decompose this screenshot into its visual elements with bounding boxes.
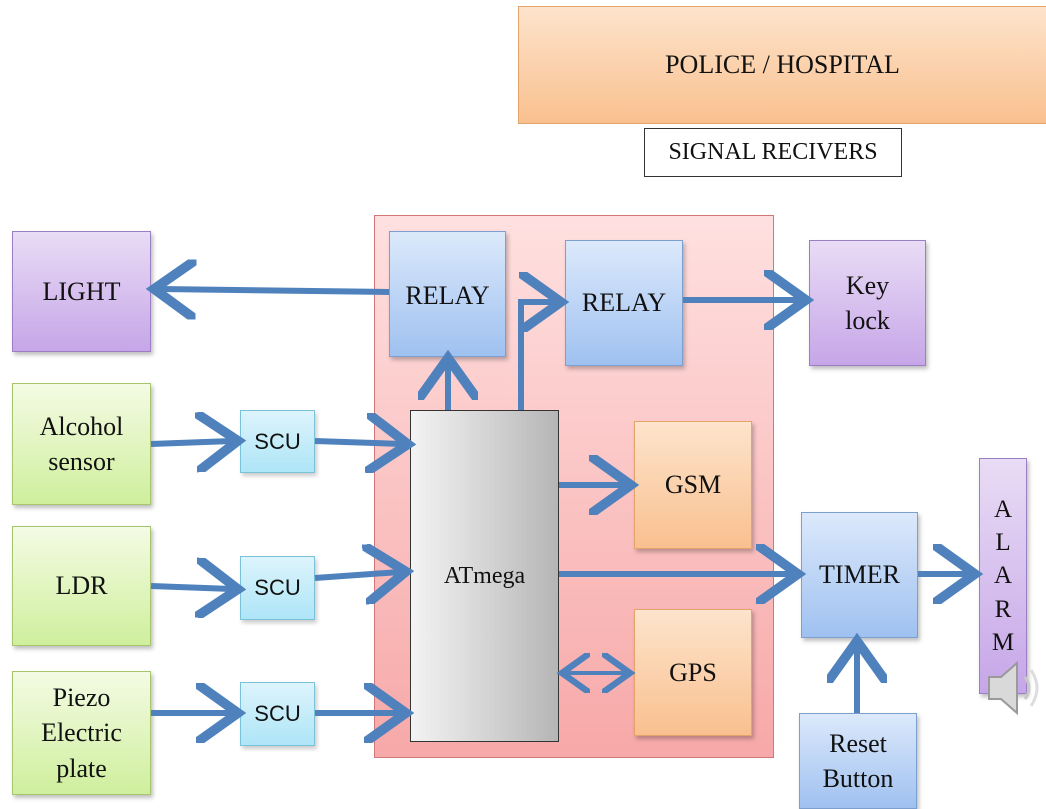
atmega-controller-block: ATmega: [410, 410, 559, 742]
scu-label-3: SCU: [254, 701, 301, 727]
gps-block: GPS: [634, 609, 752, 736]
relay-block-right: RELAY: [565, 240, 683, 366]
alcohol-sensor-block: Alcohol sensor: [12, 383, 151, 505]
alcohol-sensor-label: Alcohol sensor: [39, 411, 124, 476]
atmega-label: ATmega: [443, 562, 526, 589]
reset-button-block: Reset Button: [799, 713, 917, 809]
relay-block-left: RELAY: [389, 231, 506, 357]
police-hospital-block: POLICE / HOSPITAL: [518, 6, 1046, 124]
timer-label: TIMER: [819, 560, 900, 590]
timer-block: TIMER: [801, 512, 918, 638]
piezo-plate-block: Piezo Electric plate: [12, 671, 151, 795]
relay-right-label: RELAY: [581, 288, 667, 318]
arrow-scu2-to-atmega: [314, 572, 400, 578]
scu-block-1: SCU: [240, 410, 315, 473]
piezo-plate-label: Piezo Electric plate: [41, 683, 122, 783]
scu-block-2: SCU: [240, 556, 315, 620]
police-hospital-label: POLICE / HOSPITAL: [665, 50, 900, 80]
speaker-icon[interactable]: [985, 655, 1046, 726]
signal-receivers-label: SIGNAL RECIVERS: [668, 139, 878, 166]
arrow-scu1-to-atmega: [314, 441, 402, 444]
arrow-atmega-to-relay-right: [518, 302, 555, 410]
relay-left-label: RELAY: [405, 281, 490, 310]
ldr-block: LDR: [12, 526, 151, 646]
gps-label: GPS: [669, 657, 717, 687]
ldr-label: LDR: [55, 571, 108, 601]
arrow-alcohol-to-scu: [150, 441, 232, 444]
reset-button-label: Reset Button: [822, 728, 894, 793]
key-lock-label: Key lock: [845, 270, 890, 335]
signal-receivers-label-box: SIGNAL RECIVERS: [644, 128, 902, 177]
gsm-block: GSM: [634, 421, 752, 549]
scu-label-2: SCU: [254, 575, 301, 601]
alarm-label: A L A R M: [991, 495, 1015, 656]
gsm-label: GSM: [664, 470, 722, 500]
light-block: LIGHT: [12, 231, 151, 352]
arrow-relay-to-light: [160, 289, 390, 292]
arrow-ldr-to-scu: [150, 586, 232, 589]
scu-block-3: SCU: [240, 682, 315, 746]
scu-label-1: SCU: [254, 428, 301, 454]
key-lock-block: Key lock: [809, 240, 926, 366]
light-label: LIGHT: [42, 276, 121, 306]
